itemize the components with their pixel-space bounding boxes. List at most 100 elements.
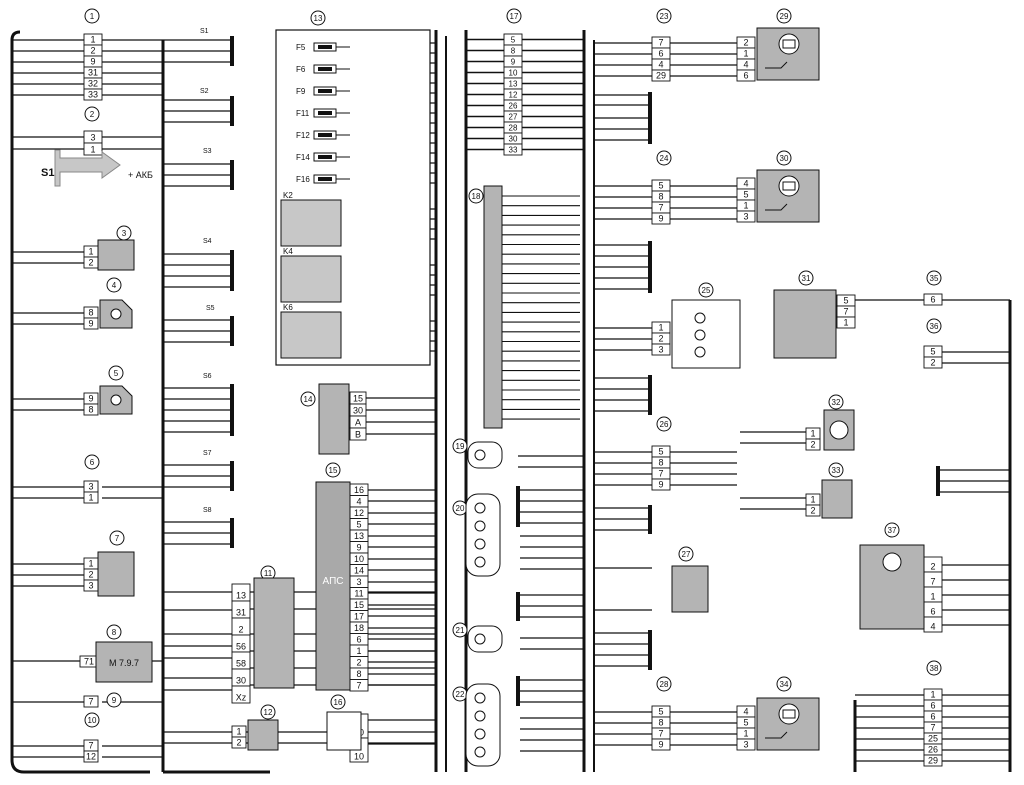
pin-label: 1 [90, 145, 95, 155]
pin-label: 12 [86, 752, 96, 762]
component-marker-8: 8 [106, 624, 122, 640]
fuse-label: F6 [296, 65, 306, 74]
component-marker-17: 17 [506, 8, 522, 24]
component-marker-34: 34 [776, 676, 792, 692]
component-marker-4: 4 [106, 277, 122, 293]
pin-label: 7 [658, 729, 663, 739]
pin-label: 1 [843, 318, 848, 328]
devices [97, 27, 925, 767]
pin-label: 5 [930, 347, 935, 357]
component-number-1: 1 [90, 12, 95, 21]
pin-label: 33 [509, 146, 518, 155]
pin-label: 1 [90, 35, 95, 45]
component-marker-24: 24 [656, 150, 672, 166]
pin-label: 9 [658, 740, 663, 750]
pin-label: 1 [356, 646, 361, 656]
pin-label: 2 [88, 570, 93, 580]
pin-label: 15 [354, 600, 364, 610]
pin-label: 6 [658, 49, 663, 59]
pin-label: 2 [930, 358, 935, 368]
component-number-9: 9 [112, 696, 117, 705]
akb-label: + АКБ [128, 170, 153, 180]
pin-label: 1 [743, 729, 748, 739]
component-marker-9: 9 [106, 692, 122, 708]
pin-label: 1 [810, 429, 815, 439]
component-number-8: 8 [112, 628, 117, 637]
pin-label: 71 [84, 657, 94, 667]
connector-31: 571 [836, 294, 856, 329]
component-number-14: 14 [304, 395, 313, 404]
pin-label: 6 [930, 701, 935, 711]
pin-label: 8 [658, 192, 663, 202]
bus-label: S8 [203, 507, 212, 514]
pin-label: 7 [356, 681, 361, 691]
pin-label: 5 [511, 36, 516, 45]
pin-label: 5 [658, 447, 663, 457]
pin-label: 7 [658, 469, 663, 479]
component-marker-37: 37 [884, 522, 900, 538]
pin-label: 9 [658, 480, 663, 490]
component-number-3: 3 [122, 229, 127, 238]
fuse-label: F5 [296, 43, 306, 52]
pin-label: 5 [743, 190, 748, 200]
pin-label: 3 [88, 581, 93, 591]
pin-label: 58 [236, 659, 246, 669]
component-number-20: 20 [456, 504, 465, 513]
pin-label: 2 [930, 562, 935, 572]
connector-6: 31 [83, 480, 99, 504]
connector-4: 89 [83, 306, 99, 330]
pin-label: A [355, 418, 361, 428]
pin-label: 2 [743, 38, 748, 48]
pin-label: 3 [88, 482, 93, 492]
motor-29 [756, 27, 820, 81]
unit-16-body [326, 711, 362, 751]
component-number-10: 10 [88, 716, 97, 725]
connector-7: 123 [83, 557, 99, 592]
bus-label: S7 [203, 450, 212, 457]
component-number-16: 16 [334, 698, 343, 707]
bus-label: S2 [200, 88, 209, 95]
lamp-21 [467, 625, 503, 653]
connector-25: 123 [651, 321, 671, 356]
pin-label: 1 [658, 323, 663, 333]
component-number-2: 2 [90, 110, 95, 119]
pin-label: 30 [353, 406, 363, 416]
component-number-37: 37 [888, 526, 897, 535]
component-number-36: 36 [930, 322, 939, 331]
connector-33: 12 [805, 493, 821, 517]
pin-label: 8 [511, 47, 516, 56]
motor-30 [756, 169, 820, 223]
component-marker-10: 10 [84, 712, 100, 728]
component-number-11: 11 [264, 569, 273, 578]
horn-27 [671, 565, 709, 613]
connector-3: 12 [83, 245, 99, 269]
component-marker-25: 25 [698, 282, 714, 298]
component-markers: 1234567891011121314151617181920212223242… [84, 8, 942, 728]
bus-label: S6 [203, 373, 212, 380]
component-marker-15: 15 [325, 462, 341, 478]
pin-label: 27 [509, 113, 518, 122]
pin-label: 2 [238, 625, 243, 635]
component-marker-1: 1 [84, 8, 100, 24]
pin-label: 8 [658, 718, 663, 728]
pin-label: B [355, 430, 361, 440]
relay-3 [97, 239, 135, 271]
pin-label: 6 [356, 635, 361, 645]
pin-label: 1 [810, 495, 815, 505]
pin-label: 30 [236, 676, 246, 686]
aps-label: АПС [323, 576, 344, 587]
component-marker-5: 5 [108, 365, 124, 381]
pin-label: 4 [930, 622, 935, 632]
pin-label: 8 [88, 308, 93, 318]
pin-label: 26 [928, 745, 938, 755]
component-number-27: 27 [682, 550, 691, 559]
harness-trunks [10, 30, 1012, 774]
pin-label: 18 [354, 623, 364, 633]
component-marker-13: 13 [310, 10, 326, 26]
pin-label: 9 [88, 319, 93, 329]
switch-block-25 [671, 299, 741, 369]
